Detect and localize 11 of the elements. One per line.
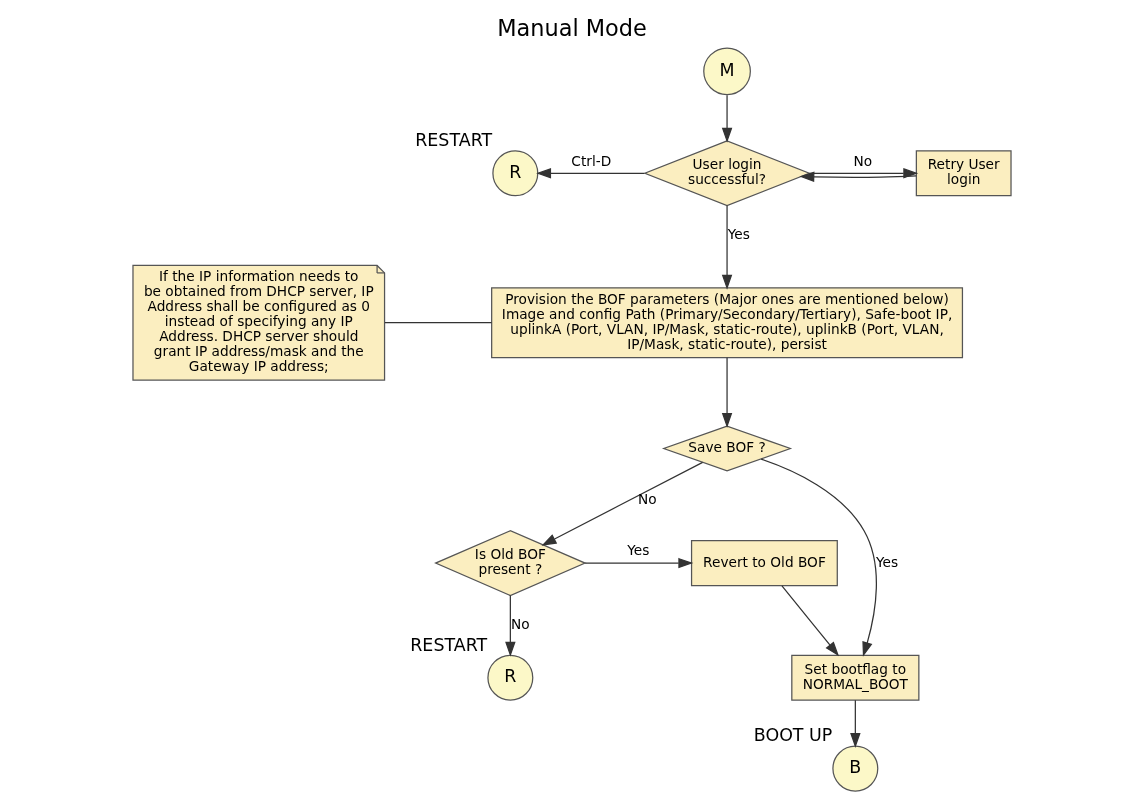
edge-label: No	[853, 152, 873, 169]
edge-label: No	[511, 615, 530, 632]
edge-label: Ctrl-D	[571, 152, 612, 169]
node-label: RESTART	[410, 634, 488, 655]
edge-label: No	[638, 491, 657, 508]
edge-label: Yes	[627, 542, 650, 559]
node-label: BOOT UP	[753, 725, 833, 746]
edge-label: Yes	[727, 226, 750, 243]
edge-label: Yes	[876, 553, 899, 570]
diagram-title: Manual Mode	[497, 14, 647, 41]
node-label: RESTART	[415, 130, 493, 151]
